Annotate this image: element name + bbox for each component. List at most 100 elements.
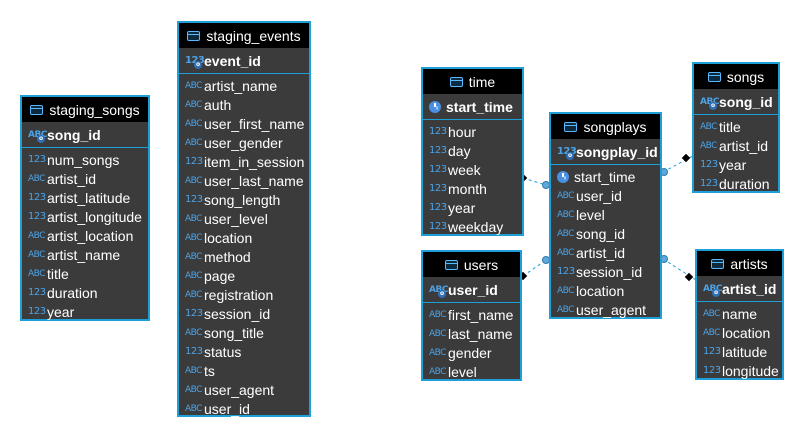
table-title: songs [726,68,765,85]
column-name: user_agent [204,381,275,398]
primary-key-column[interactable]: start_time [423,94,522,120]
column-name: location [576,282,625,299]
link-songplays-artists [660,255,697,282]
column-name: user_level [204,210,268,227]
text-type-icon: ABC [429,328,446,339]
table-header[interactable]: songs [694,64,778,89]
clock-icon [429,100,441,113]
column-name: session_id [204,305,271,322]
column-row[interactable]: start_time [551,167,660,186]
column-name: day [448,142,471,159]
column-name: user_agent [576,301,647,318]
table-header[interactable]: staging_events [179,23,309,48]
table-header[interactable]: staging_songs [22,97,148,122]
column-name: event_id [204,52,261,69]
text-type-icon: ABC [429,366,446,377]
column-name: artist_id [576,244,626,261]
numeric-type-icon: 123 [429,164,447,175]
table-header[interactable]: users [423,252,520,277]
numeric-type-icon: 123 [429,221,447,232]
table-title: artists [730,255,768,272]
numeric-type-icon: 123 [28,154,46,165]
column-name: week [448,161,481,178]
table-icon [707,71,721,82]
column-name: title [719,118,741,135]
text-type-icon: ABC [185,80,202,91]
text-type-icon: ABC [700,140,717,151]
key-icon: o [712,288,720,297]
table-header[interactable]: time [423,69,522,94]
table-header[interactable]: songplays [551,114,660,139]
table-header[interactable]: artists [697,251,782,276]
column-name: weekday [448,218,504,235]
